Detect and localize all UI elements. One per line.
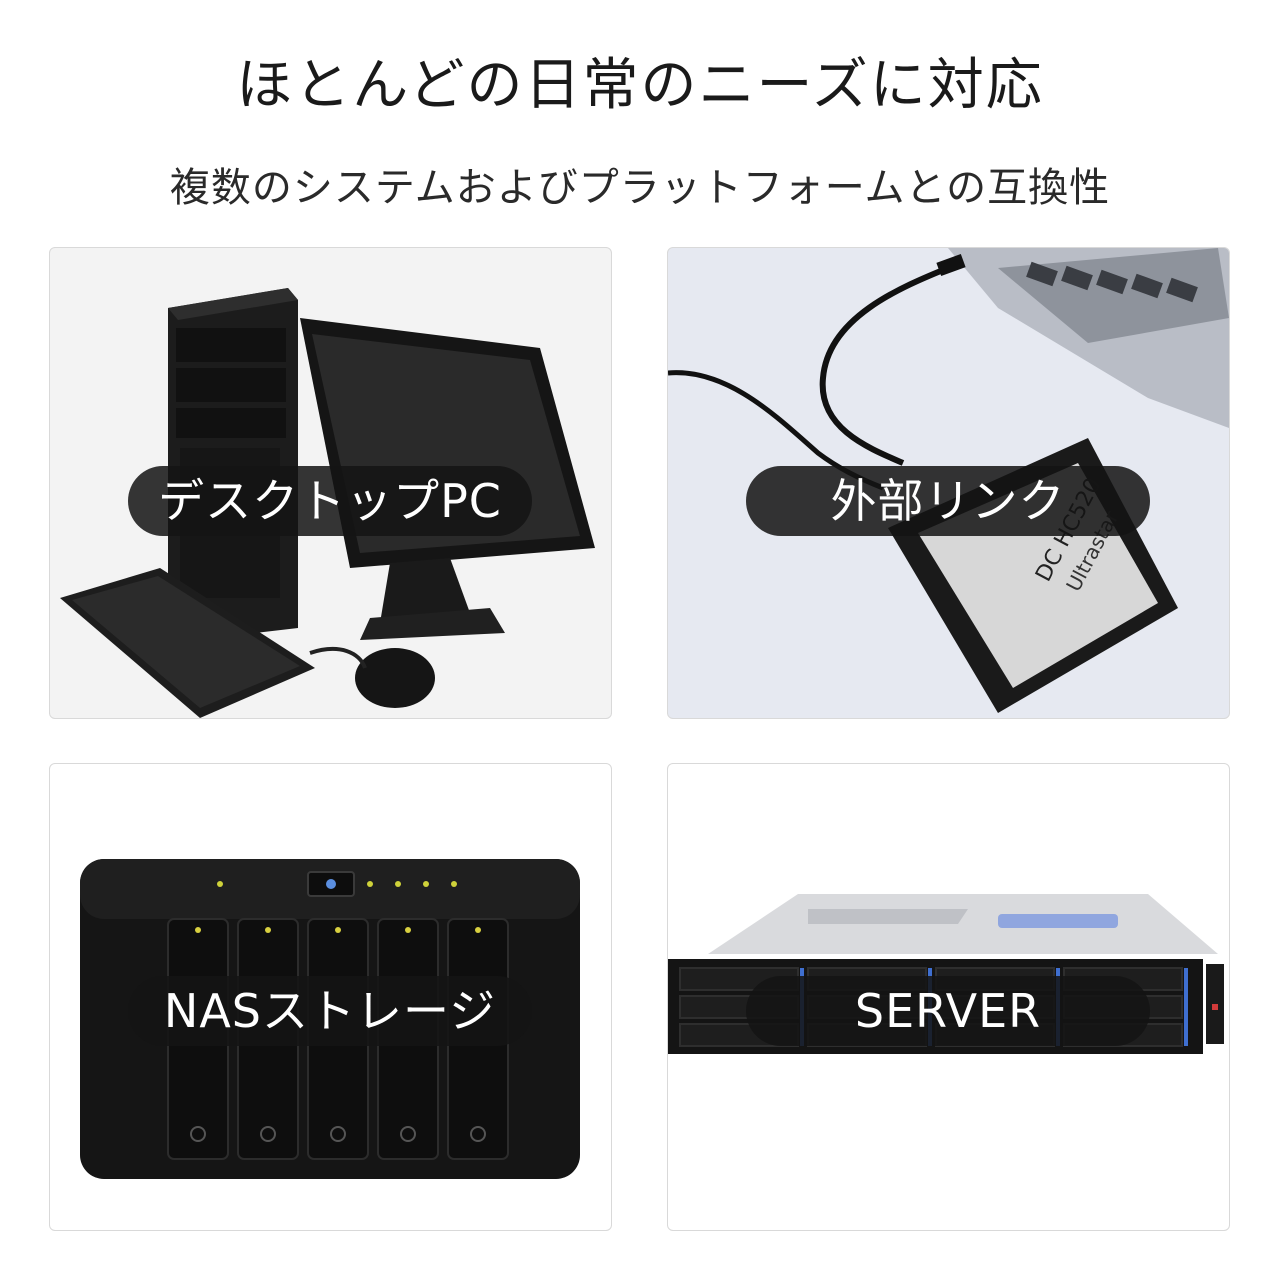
server-label: SERVER bbox=[746, 976, 1150, 1046]
desktop-pc-label: デスクトップPC bbox=[128, 466, 532, 536]
page-title: ほとんどの日常のニーズに対応 bbox=[236, 53, 1044, 118]
external-link-card: DC HC520 Ultrastar 外部リンク bbox=[667, 247, 1230, 719]
server-card: SERVER bbox=[667, 763, 1230, 1231]
external-link-label: 外部リンク bbox=[746, 466, 1150, 536]
nas-storage-card: NASストレージ bbox=[49, 763, 612, 1231]
nas-storage-label: NASストレージ bbox=[128, 976, 532, 1046]
desktop-pc-card: デスクトップPC bbox=[49, 247, 612, 719]
page-subtitle: 複数のシステムおよびプラットフォームとの互換性 bbox=[169, 165, 1111, 211]
